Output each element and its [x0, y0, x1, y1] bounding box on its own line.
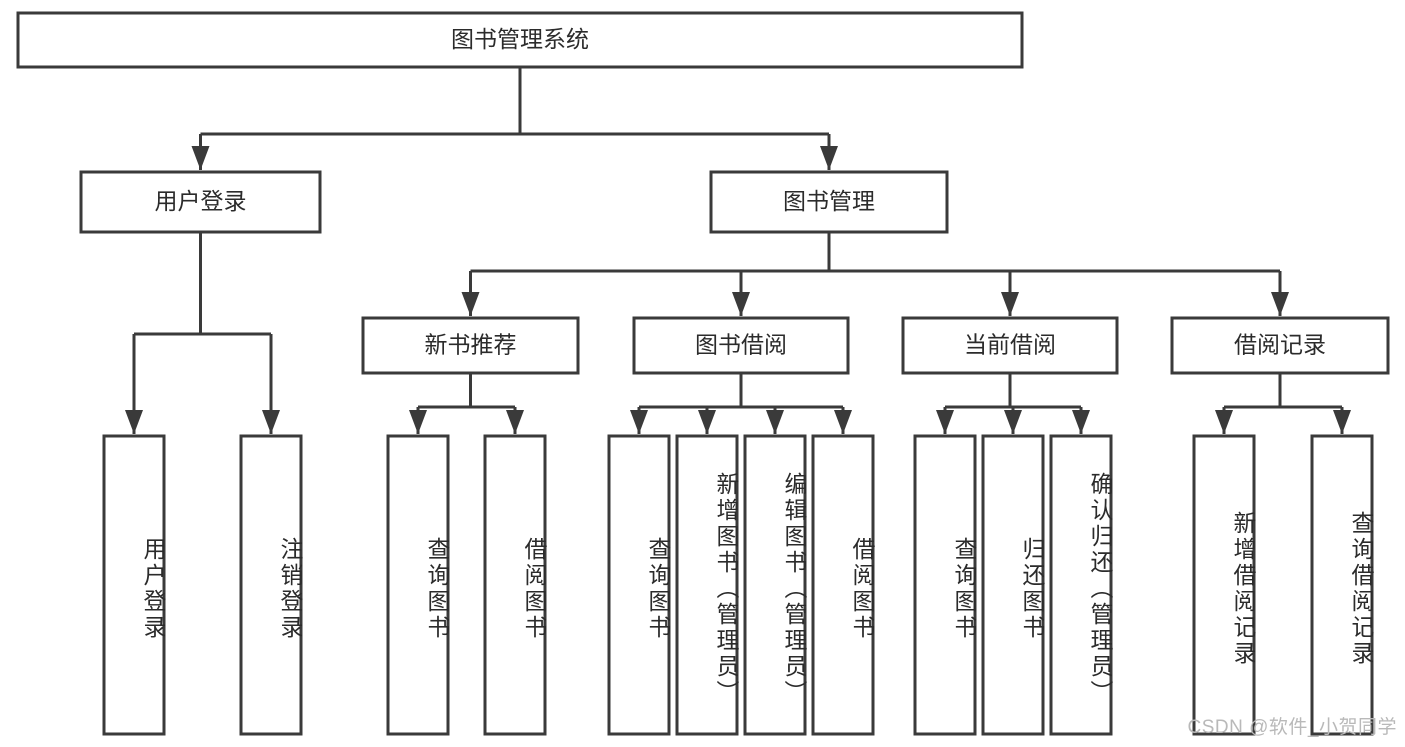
leaf-node-box-0[interactable]	[102, 434, 166, 736]
arrow-head-icon	[1333, 410, 1351, 434]
arrow-head-icon	[732, 292, 750, 316]
watermark-text: CSDN @软件_小贺同学	[1187, 717, 1397, 738]
arrow-head-icon	[1271, 292, 1289, 316]
arrow-head-icon	[191, 146, 210, 170]
leaf-node-box-3[interactable]	[483, 434, 547, 736]
leaf-node-box-4[interactable]	[607, 434, 671, 736]
leaf-node-box-2[interactable]	[386, 434, 450, 736]
arrow-head-icon	[506, 410, 524, 434]
level2-node-box-0[interactable]	[79, 170, 322, 234]
arrow-head-icon	[262, 410, 280, 434]
arrow-head-icon	[1004, 410, 1022, 434]
leaf-node-box-1[interactable]	[239, 434, 303, 736]
level3-node-label-1: 图书借阅	[695, 332, 787, 358]
leaf-node-box-7[interactable]	[811, 434, 875, 736]
level3-node-box-0[interactable]	[361, 316, 580, 375]
root-node-box[interactable]	[16, 11, 1024, 69]
arrow-head-icon	[698, 410, 716, 434]
leaf-node-box-11[interactable]	[1192, 434, 1256, 736]
leaf-node-box-8[interactable]	[913, 434, 977, 736]
level2-node-label-0: 用户登录	[155, 188, 247, 214]
leaf-node-box-12[interactable]	[1310, 434, 1374, 736]
connector-layer	[125, 67, 1351, 434]
root-node-label: 图书管理系统	[451, 26, 589, 52]
arrow-head-icon	[1072, 410, 1090, 434]
level3-node-label-3: 借阅记录	[1234, 332, 1326, 358]
level2-node-box-1[interactable]	[709, 170, 949, 234]
arrow-head-icon	[125, 410, 143, 434]
arrow-head-icon	[461, 292, 480, 316]
leaf-node-box-5[interactable]	[675, 434, 739, 736]
level3-node-label-2: 当前借阅	[964, 332, 1056, 358]
level3-node-box-3[interactable]	[1170, 316, 1390, 375]
level2-node-label-1: 图书管理	[783, 188, 875, 214]
level3-node-box-1[interactable]	[632, 316, 850, 375]
arrow-head-icon	[936, 410, 954, 434]
arrow-head-icon	[766, 410, 784, 434]
level3-node-box-2[interactable]	[901, 316, 1119, 375]
arrow-head-icon	[630, 410, 648, 434]
leaf-node-box-9[interactable]	[981, 434, 1045, 736]
level3-node-label-0: 新书推荐	[425, 332, 517, 358]
leaf-node-box-6[interactable]	[743, 434, 807, 736]
leaf-node-box-10[interactable]	[1049, 434, 1113, 736]
arrow-head-icon	[1215, 410, 1233, 434]
arrow-head-icon	[820, 146, 838, 170]
arrow-head-icon	[1001, 292, 1019, 316]
box-layer	[16, 11, 1390, 736]
arrow-head-icon	[834, 410, 852, 434]
arrow-head-icon	[409, 410, 427, 434]
